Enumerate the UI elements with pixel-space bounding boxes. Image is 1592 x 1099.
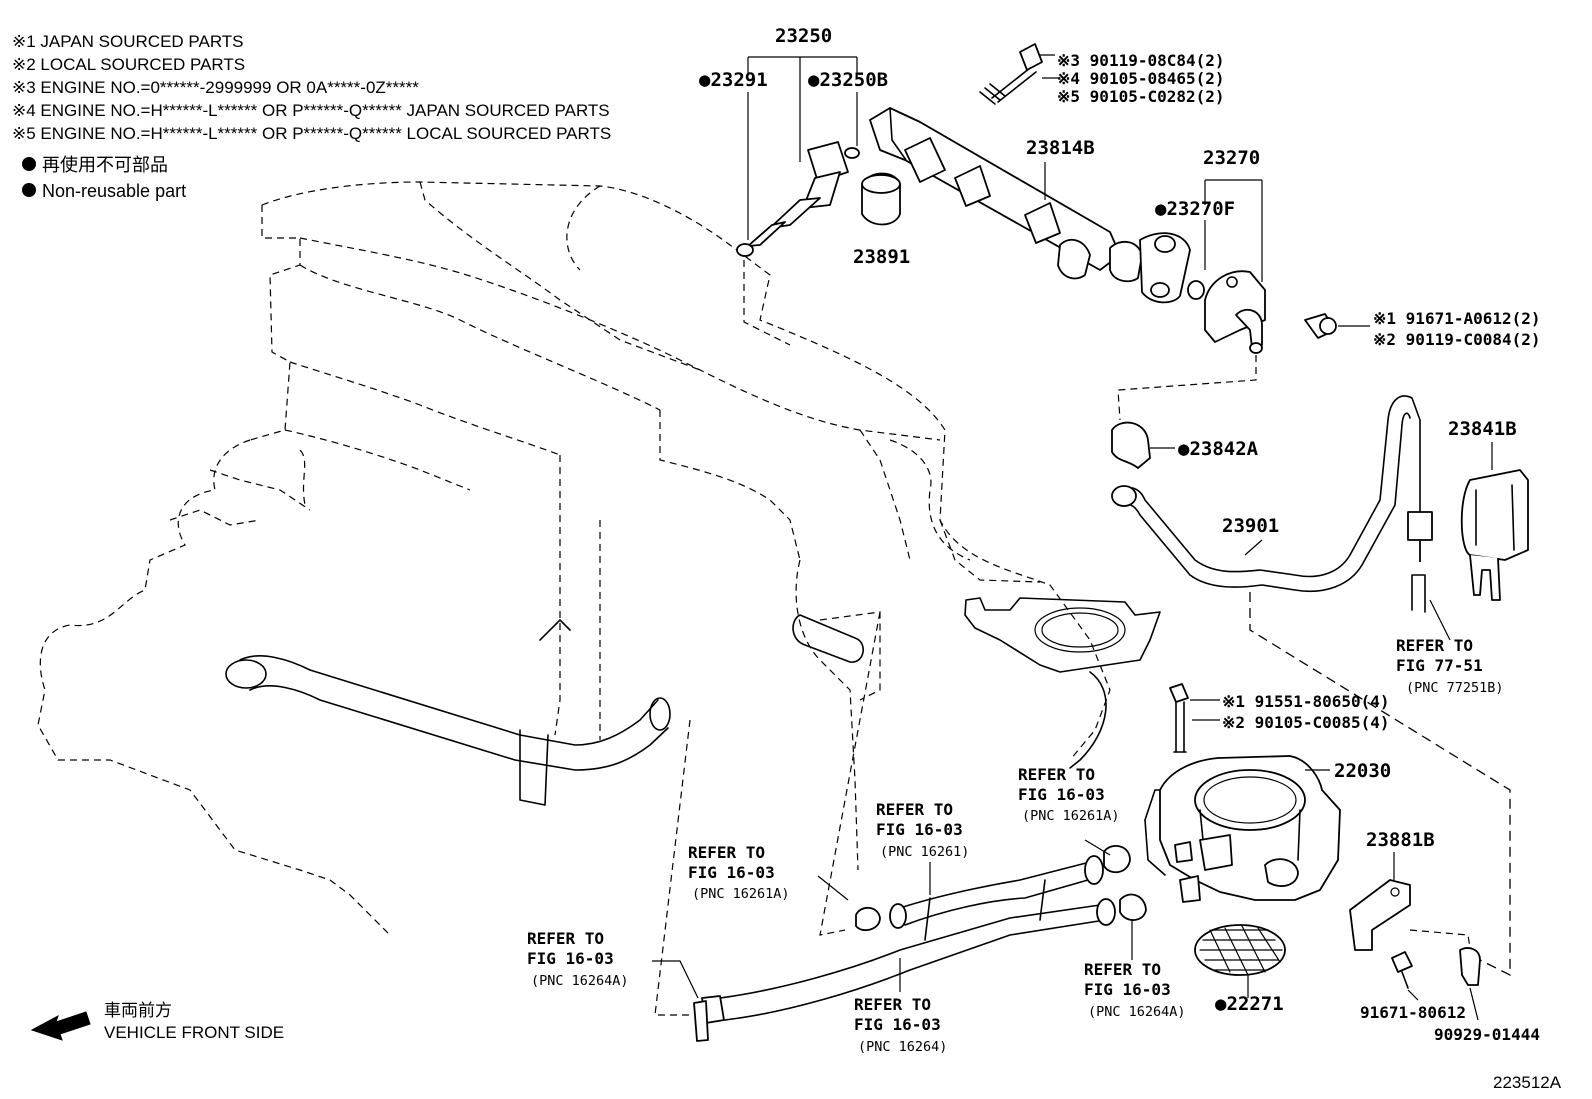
part-23891-label: 23891 [853,246,910,268]
bolt-ref-top-1: ※3 90119-08C84(2) [1057,51,1225,70]
part-23291-label: ●23291 [699,69,768,91]
ref-16261-line2: FIG 16-03 [876,820,963,839]
part-23250b-label: ●23250B [808,69,888,91]
leader-ref-16264a-left [654,719,691,1016]
ref-16264-line2: FIG 16-03 [854,1015,941,1034]
ref-16-03-16261a-left: REFER TO FIG 16-03 (PNC 16261A) [688,843,790,902]
injector-assembly: 23250 ●23291 ●23250B 23891 [699,25,910,268]
note-3: ※3 ENGINE NO.=0******-2999999 OR 0A*****… [12,78,419,97]
ref-top-line2: FIG 16-03 [1018,785,1105,804]
leader-inlet-to-clip [1117,355,1257,421]
ref-16264-line1: REFER TO [854,995,931,1014]
bracket: 23881B [1349,829,1481,1021]
ref-16-03-16264a-right: REFER TO FIG 16-03 (PNC 16264A) [1084,960,1186,1020]
bolt-ref-throttle-1: ※1 91551-80650(4) [1222,692,1390,711]
note-5: ※5 ENGINE NO.=H******-L****** OR P******… [12,124,611,143]
ref-bottom-right-line3: (PNC 16264A) [1088,1004,1186,1020]
note-2: ※2 LOCAL SOURCED PARTS [12,55,245,74]
ref-bottom-left-line1: REFER TO [527,929,604,948]
note-4: ※4 ENGINE NO.=H******-L****** OR P******… [12,101,610,120]
leader-hose-dashed [1249,592,1511,977]
front-arrow-icon [30,1011,91,1041]
hose-stub [792,614,864,663]
non-reusable-bullet-icon [22,183,36,197]
fuel-hose: 23901 [1111,395,1433,592]
ref-bottom-right-line1: REFER TO [1084,960,1161,979]
bolt-ref-top-3: ※5 90105-C0282(2) [1057,87,1225,106]
legend: 再使用不可部品 Non-reusable part [22,155,186,201]
retainer-clip: ●23842A [1111,421,1259,469]
note-1: ※1 JAPAN SOURCED PARTS [12,32,244,51]
ref-left-line2: FIG 16-03 [688,863,775,882]
leader-ref-16261a-left [819,611,881,936]
ref-left-line3: (PNC 16261A) [692,886,790,902]
part-23814b-label: 23814B [1026,137,1095,159]
bolt-refs-top: ※3 90119-08C84(2) ※4 90105-08465(2) ※5 9… [1057,51,1225,106]
water-hoses [693,845,1147,1042]
ref-16-03-16261a-top: REFER TO FIG 16-03 (PNC 16261A) [1018,765,1120,824]
ref-77-51-line3: (PNC 77251B) [1406,680,1504,696]
pressure-sensor: 23841B [1411,418,1529,641]
part-22271-label: ●22271 [1215,993,1284,1015]
ref-77-51-line1: REFER TO [1396,636,1473,655]
ref-fig-77-51: REFER TO FIG 77-51 (PNC 77251B) [1396,636,1504,696]
bolt-ref-right-2: ※2 90119-C0084(2) [1373,330,1541,349]
phantom-bracket [819,611,881,701]
vehicle-front-indicator: 車両前方 VEHICLE FRONT SIDE [30,1001,284,1042]
figure-id: 223512A [1493,1073,1562,1092]
ref-leaders [652,839,1133,999]
ref-77-51-line2: FIG 77-51 [1396,656,1483,675]
part-23841b-label: 23841B [1448,418,1517,440]
ref-bottom-right-line2: FIG 16-03 [1084,980,1171,999]
ref-16-03-16264a-left: REFER TO FIG 16-03 (PNC 16264A) [527,929,629,989]
intake-flange [964,597,1161,769]
ref-bottom-left-line2: FIG 16-03 [527,949,614,968]
legend-jp: 再使用不可部品 [42,155,168,175]
ref-top-line3: (PNC 16261A) [1022,808,1120,824]
fuel-delivery-pipe: 23814B [869,43,1191,304]
notes-block: ※1 JAPAN SOURCED PARTS ※2 LOCAL SOURCED … [12,32,611,143]
water-pipe-left [225,619,671,806]
bolt-ref-throttle-2: ※2 90105-C0085(4) [1222,713,1390,732]
bolt-ref-right-1: ※1 91671-A0612(2) [1373,309,1541,328]
throttle-body: 22030 [1144,683,1391,903]
ref-bottom-left-line3: (PNC 16264A) [531,973,629,989]
non-reusable-bullet-icon [22,157,36,171]
ref-16261-line1: REFER TO [876,800,953,819]
ref-16-03-16264: REFER TO FIG 16-03 (PNC 16264) [854,995,947,1055]
part-90929-01444-label: 90929-01444 [1434,1025,1540,1044]
ref-top-line1: REFER TO [1018,765,1095,784]
ref-16-03-16261: REFER TO FIG 16-03 (PNC 16261) [876,800,969,860]
throttle-gasket: ●22271 [1194,924,1286,1015]
part-22030-label: 22030 [1334,760,1391,782]
engine-outline [37,181,1111,936]
part-23250-label: 23250 [775,25,832,47]
part-23881b-label: 23881B [1366,829,1435,851]
part-23270-label: 23270 [1203,147,1260,169]
fuel-inlet-assembly: 23270 ●23270F [1155,147,1370,354]
part-23270f-label: ●23270F [1155,198,1235,220]
part-23901-label: 23901 [1222,515,1279,537]
leader-clip [1409,929,1471,949]
bolt-ref-top-2: ※4 90105-08465(2) [1057,69,1225,88]
ref-16264-line3: (PNC 16264) [858,1039,947,1055]
ref-16261-line3: (PNC 16261) [880,844,969,860]
part-91671-80612-label: 91671-80612 [1360,1003,1466,1022]
ref-left-line1: REFER TO [688,843,765,862]
direction-en: VEHICLE FRONT SIDE [104,1023,284,1042]
legend-en: Non-reusable part [42,181,186,201]
bolt-refs-throttle: ※1 91551-80650(4) ※2 90105-C0085(4) [1222,692,1390,732]
part-23842a-label: ●23842A [1178,438,1259,460]
direction-jp: 車両前方 [104,1001,172,1020]
bolt-refs-right: ※1 91671-A0612(2) ※2 90119-C0084(2) [1373,309,1541,349]
